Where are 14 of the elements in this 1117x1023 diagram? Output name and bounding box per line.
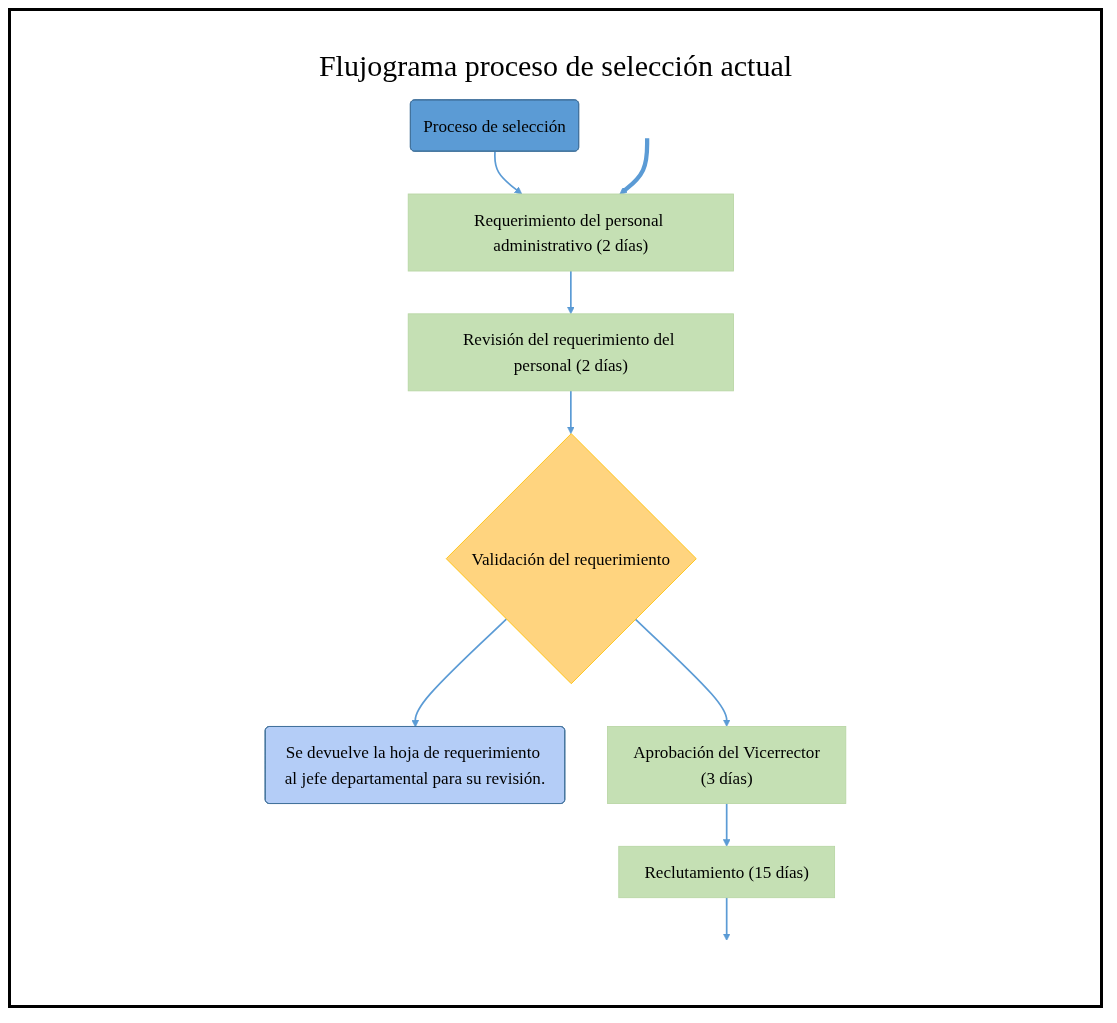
arrow — [411, 618, 508, 728]
node-box: Revisión del requerimiento del personal (2 días) — [407, 313, 734, 392]
arrow — [619, 138, 650, 195]
arrow — [634, 618, 731, 727]
diagram-title: Flujograma proceso de selección actual — [318, 49, 793, 83]
arrow — [722, 896, 731, 941]
arrow — [567, 270, 575, 315]
arrow — [494, 150, 523, 195]
arrow — [722, 802, 731, 847]
arrow — [567, 390, 575, 434]
node-diamond: Validación del requerimiento — [445, 433, 697, 685]
node-box: Reclutamiento (15 días) — [618, 845, 836, 899]
node-box: Aprobación del Vicerrector (3 días) — [607, 726, 847, 804]
node-box: Requerimiento del personal administrativo (2 días) — [407, 193, 734, 272]
